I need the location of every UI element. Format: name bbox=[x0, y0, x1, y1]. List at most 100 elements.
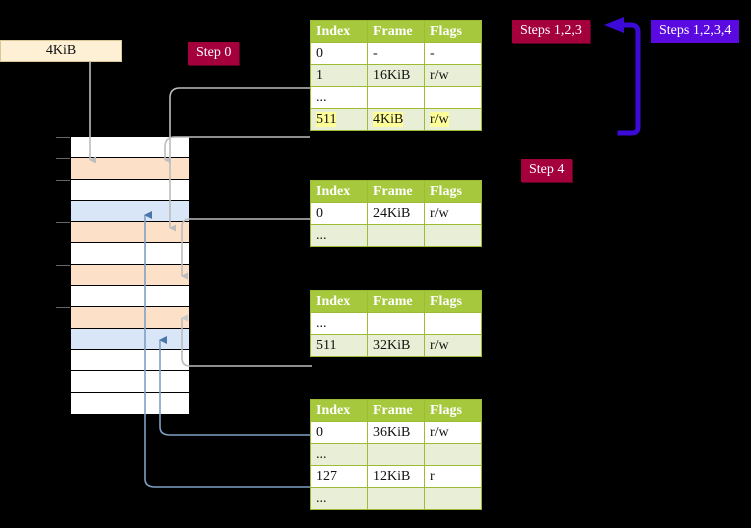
physical-memory-column bbox=[56, 136, 190, 414]
cell-flags: r/w bbox=[424, 421, 482, 444]
column-header-frame: Frame bbox=[367, 180, 425, 203]
memory-frame-row bbox=[56, 158, 189, 180]
cell-flags: r/w bbox=[424, 64, 482, 87]
cell-index: 511 bbox=[310, 108, 368, 131]
highlighted-value: r/w bbox=[430, 111, 449, 127]
memory-frame-row bbox=[56, 307, 189, 329]
cell-index: ... bbox=[310, 86, 368, 109]
cell-flags: r bbox=[424, 465, 482, 488]
frame-4kib-label: 4KiB bbox=[45, 43, 77, 58]
cell-index: 0 bbox=[310, 202, 368, 225]
cell-index: 127 bbox=[310, 465, 368, 488]
cell-frame: 4KiB bbox=[367, 108, 425, 131]
memory-frame-row bbox=[71, 328, 189, 350]
frame-4kib-box: 4KiB bbox=[0, 40, 122, 62]
column-header-index: Index bbox=[310, 180, 368, 203]
cell-frame bbox=[367, 224, 425, 247]
cell-flags: r/w bbox=[424, 334, 482, 357]
column-header-flags: Flags bbox=[424, 20, 482, 43]
cell-index: ... bbox=[310, 312, 368, 335]
cell-index: 0 bbox=[310, 42, 368, 65]
cell-flags bbox=[424, 312, 482, 335]
memory-tick-mark bbox=[56, 179, 70, 181]
column-header-frame: Frame bbox=[367, 290, 425, 313]
highlighted-value: 511 bbox=[316, 111, 337, 127]
memory-tick-mark bbox=[56, 222, 70, 224]
cell-index: ... bbox=[310, 487, 368, 510]
badge-step-0: Step 0 bbox=[188, 42, 240, 65]
table-row: ... bbox=[310, 487, 482, 510]
cell-index: 0 bbox=[310, 421, 368, 444]
highlighted-value: 4KiB bbox=[373, 111, 404, 127]
column-header-index: Index bbox=[310, 20, 368, 43]
table-row: ... bbox=[310, 312, 482, 335]
cell-index: ... bbox=[310, 443, 368, 466]
table-row: 511 4KiB r/w bbox=[310, 108, 482, 131]
column-header-index: Index bbox=[310, 399, 368, 422]
column-header-frame: Frame bbox=[367, 399, 425, 422]
cell-index: 1 bbox=[310, 64, 368, 87]
memory-frame-row bbox=[71, 392, 189, 414]
cell-index: ... bbox=[310, 224, 368, 247]
cell-flags bbox=[424, 224, 482, 247]
cell-frame: 24KiB bbox=[367, 202, 425, 225]
badge-steps-123: Steps 1,2,3 bbox=[512, 20, 590, 43]
memory-frame-row bbox=[71, 200, 189, 223]
cell-frame: 12KiB bbox=[367, 465, 425, 488]
cell-flags: - bbox=[424, 42, 482, 65]
memory-frame-row bbox=[56, 137, 189, 159]
memory-frame-row bbox=[56, 264, 189, 287]
memory-frame-row bbox=[56, 179, 189, 201]
cell-frame bbox=[367, 487, 425, 510]
memory-frame-row bbox=[71, 243, 189, 265]
column-header-index: Index bbox=[310, 290, 368, 313]
memory-frame-row bbox=[71, 371, 189, 393]
cell-flags bbox=[424, 443, 482, 466]
table-row: ... bbox=[310, 86, 482, 109]
memory-tick-mark bbox=[56, 158, 70, 160]
column-header-flags: Flags bbox=[424, 290, 482, 313]
table-row: ... bbox=[310, 443, 482, 466]
memory-tick-mark bbox=[56, 264, 70, 266]
cell-frame: 16KiB bbox=[367, 64, 425, 87]
memory-tick-mark bbox=[56, 307, 70, 309]
cell-flags: r/w bbox=[424, 108, 482, 131]
cell-frame: - bbox=[367, 42, 425, 65]
badge-steps-123-label: Steps 1,2,3 bbox=[520, 23, 582, 38]
table-row: ... bbox=[310, 224, 482, 247]
memory-tick-mark bbox=[56, 137, 70, 138]
badge-step-0-label: Step 0 bbox=[196, 45, 232, 60]
memory-frame-row bbox=[56, 222, 189, 244]
column-header-flags: Flags bbox=[424, 399, 482, 422]
column-header-frame: Frame bbox=[367, 20, 425, 43]
cell-flags bbox=[424, 487, 482, 510]
memory-frame-row bbox=[71, 286, 189, 308]
badge-step-4-label: Step 4 bbox=[529, 162, 565, 177]
column-header-flags: Flags bbox=[424, 180, 482, 203]
cell-frame bbox=[367, 312, 425, 335]
cell-flags: r/w bbox=[424, 202, 482, 225]
table-row: 0-- bbox=[310, 42, 482, 65]
cell-flags bbox=[424, 86, 482, 109]
memory-frame-row bbox=[71, 349, 189, 372]
cell-index: 511 bbox=[310, 334, 368, 357]
cell-frame: 36KiB bbox=[367, 421, 425, 444]
cell-frame bbox=[367, 86, 425, 109]
cell-frame bbox=[367, 443, 425, 466]
cell-frame: 32KiB bbox=[367, 334, 425, 357]
badge-step-4: Step 4 bbox=[521, 159, 573, 182]
badge-steps-1234-label: Steps 1,2,3,4 bbox=[659, 23, 732, 38]
